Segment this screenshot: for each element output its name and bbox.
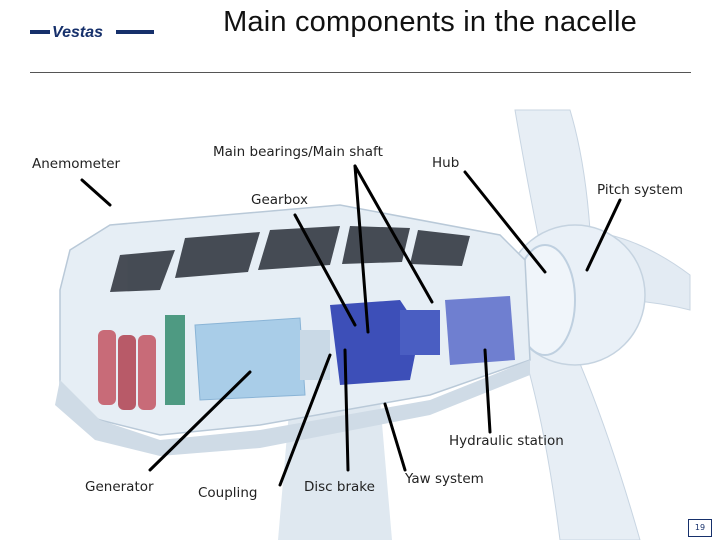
pointer-hub — [463, 170, 547, 274]
pointer-pitch-system — [585, 198, 622, 272]
pointer-main-bearings-1 — [353, 164, 434, 304]
pointer-coupling — [278, 353, 332, 487]
hydraulic-block — [445, 296, 515, 365]
label-hydraulic-station: Hydraulic station — [449, 433, 564, 449]
logo-wordmark: Vestas — [52, 24, 103, 41]
blade-lower — [519, 319, 641, 540]
pointer-hydraulic-station — [483, 348, 492, 434]
label-anemometer: Anemometer — [32, 156, 121, 172]
pointer-main-bearings-2 — [353, 164, 370, 334]
generator-block — [194, 317, 306, 401]
page-number: 19 — [688, 519, 712, 537]
label-gearbox: Gearbox — [251, 192, 308, 208]
label-generator: Generator — [85, 479, 154, 495]
label-hub: Hub — [432, 155, 460, 171]
pointer-yaw-system — [383, 402, 407, 472]
pointer-disc-brake — [343, 348, 350, 472]
pointer-anemometer — [80, 178, 112, 207]
vestas-logo: Vestas — [30, 24, 154, 41]
pointer-gearbox — [293, 213, 357, 327]
label-main-bearings: Main bearings/Main shaft — [213, 144, 383, 160]
label-coupling: Coupling — [198, 485, 258, 501]
page-title: Main components in the nacelle — [223, 6, 637, 38]
red-cylinders — [98, 330, 156, 410]
pointer-generator — [148, 370, 252, 472]
green-panel — [165, 315, 185, 405]
nacelle-base — [55, 360, 530, 456]
label-yaw-system: Yaw system — [405, 471, 484, 487]
label-pitch-system: Pitch system — [597, 182, 683, 198]
label-disc-brake: Disc brake — [304, 479, 375, 495]
title-divider — [30, 72, 691, 73]
main-shaft-block — [400, 310, 440, 355]
